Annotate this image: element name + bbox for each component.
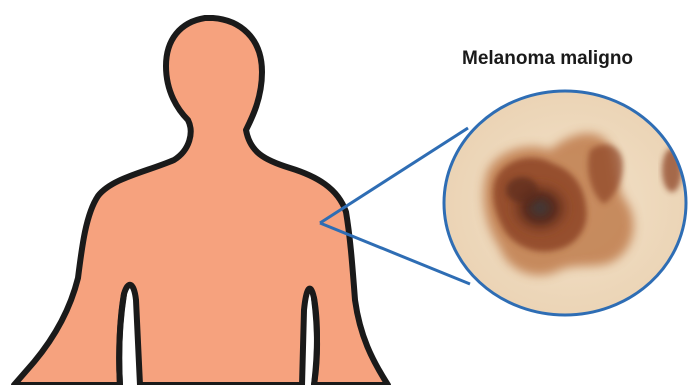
diagram-title: Melanoma maligno [462, 48, 633, 70]
magnified-lesion [440, 85, 697, 325]
human-silhouette-icon [14, 18, 388, 385]
